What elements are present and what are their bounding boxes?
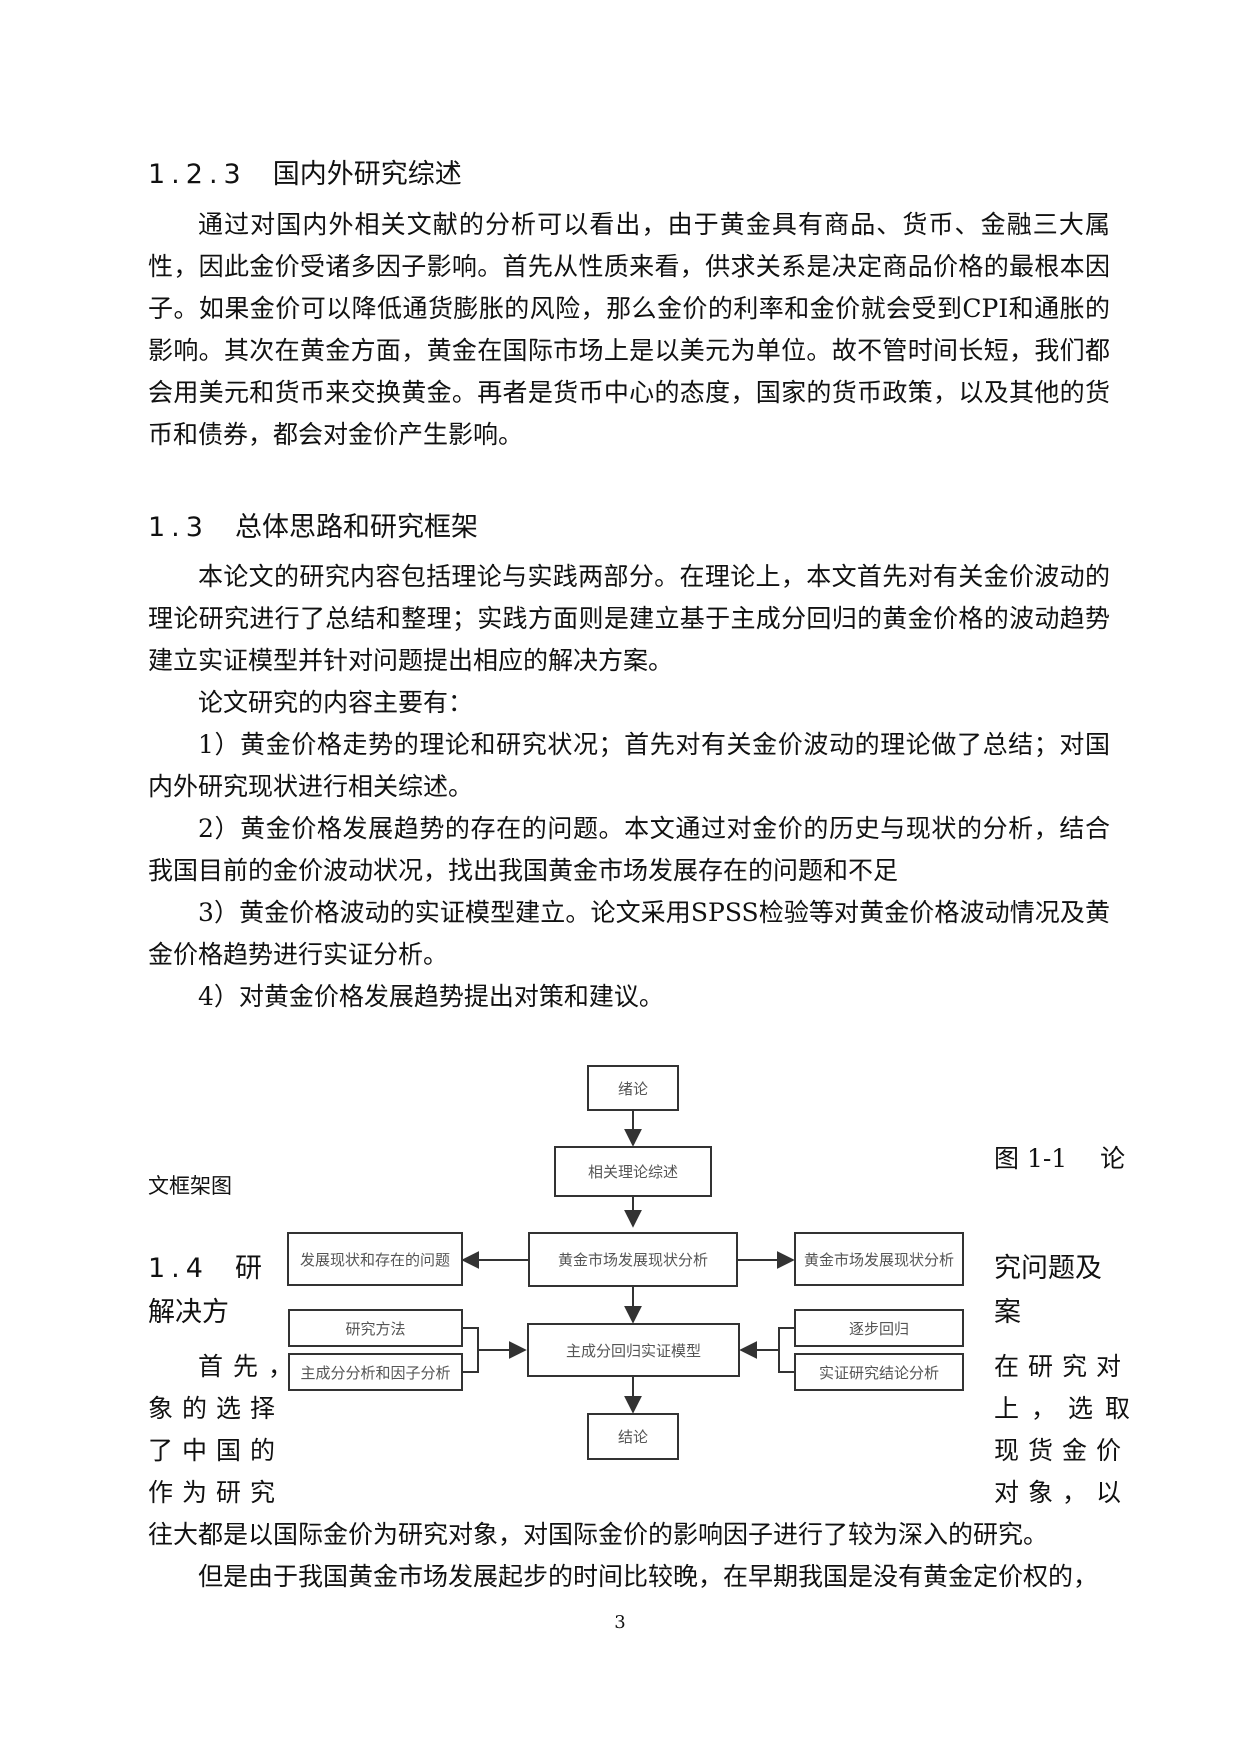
list-item-3: 3）黄金价格波动的实证模型建立。论文采用SPSS检验等对黄金价格波动情况及黄金价…: [148, 898, 1110, 969]
section-heading-1-3: 1.3 总体思路和研究框架: [148, 505, 478, 544]
section-title: 国内外研究综述: [272, 159, 462, 190]
wrap-right-line-1: 在研究对: [994, 1352, 1131, 1381]
wrap-left-line-3: 了中国的: [148, 1436, 285, 1465]
figure-caption-part1: 图 1-1 论: [994, 1144, 1126, 1173]
flow-box-pca-factor: 主成分分析和因子分析: [288, 1353, 463, 1391]
flow-box-market-analysis-right: 黄金市场发展现状分析: [794, 1232, 964, 1286]
section-number: 1.3: [148, 512, 209, 543]
list-item-4: 4）对黄金价格发展趋势提出对策和建议。: [198, 982, 664, 1011]
list-item-2: 2）黄金价格发展趋势的存在的问题。本文通过对金价的历史与现状的分析，结合我国目前…: [148, 814, 1110, 885]
section-heading-1-2-3: 1.2.3 国内外研究综述: [148, 152, 462, 191]
section-title-part: 研: [234, 1253, 262, 1284]
wrap-left-line-4: 作为研究: [148, 1478, 285, 1507]
paragraph-overall-approach: 本论文的研究内容包括理论与实践两部分。在理论上，本文首先对有关金价波动的理论研究…: [148, 562, 1110, 675]
wrap-right-line-3: 现货金价: [994, 1436, 1131, 1465]
section-heading-1-4-right: 究问题及: [994, 1253, 1102, 1284]
page-number: 3: [614, 1612, 626, 1633]
flow-box-pcr-model: 主成分回归实证模型: [527, 1323, 740, 1377]
flow-box-introduction: 绪论: [587, 1065, 679, 1111]
wrap-right-line-4: 对象，以: [994, 1478, 1131, 1507]
arrow-methods-to-model: [463, 1327, 525, 1373]
flow-box-conclusion: 结论: [587, 1413, 679, 1460]
figure-caption-part2: 文框架图: [148, 1174, 232, 1198]
wrap-right-line-2: 上，选取: [994, 1394, 1143, 1423]
paragraph-continuation: 往大都是以国际金价为研究对象，对国际金价的影响因子进行了较为深入的研究。: [148, 1520, 1049, 1549]
flow-box-theory-review: 相关理论综述: [554, 1146, 712, 1197]
flow-box-empirical-conclusion: 实证研究结论分析: [794, 1353, 964, 1391]
section-number: 1.4: [148, 1253, 209, 1284]
section-heading-1-4-line2-left: 解决方: [148, 1297, 229, 1328]
list-item-1: 1）黄金价格走势的理论和研究状况；首先对有关金价波动的理论做了总结；对国内外研究…: [148, 730, 1110, 801]
flow-box-status-problems: 发展现状和存在的问题: [287, 1232, 463, 1286]
section-heading-1-4-line2-right: 案: [994, 1297, 1021, 1328]
flow-box-stepwise: 逐步回归: [794, 1309, 964, 1347]
arrow-regression-to-model: [741, 1327, 794, 1373]
section-heading-1-4-left: 1.4 研: [148, 1246, 262, 1285]
flow-box-market-analysis: 黄金市场发展现状分析: [528, 1232, 738, 1287]
paragraph-market-history: 但是由于我国黄金市场发展起步的时间比较晚，在早期我国是没有黄金定价权的，: [198, 1562, 1099, 1591]
section-title: 总体思路和研究框架: [234, 512, 478, 543]
wrap-left-line-1: 首先，: [198, 1352, 304, 1381]
paragraph-literature-review: 通过对国内外相关文献的分析可以看出，由于黄金具有商品、货币、金融三大属性，因此金…: [148, 210, 1110, 449]
section-number: 1.2.3: [148, 159, 247, 190]
flow-box-methods: 研究方法: [288, 1309, 463, 1347]
wrap-left-line-2: 象的选择: [148, 1394, 285, 1423]
paragraph-content-intro: 论文研究的内容主要有：: [198, 688, 474, 717]
